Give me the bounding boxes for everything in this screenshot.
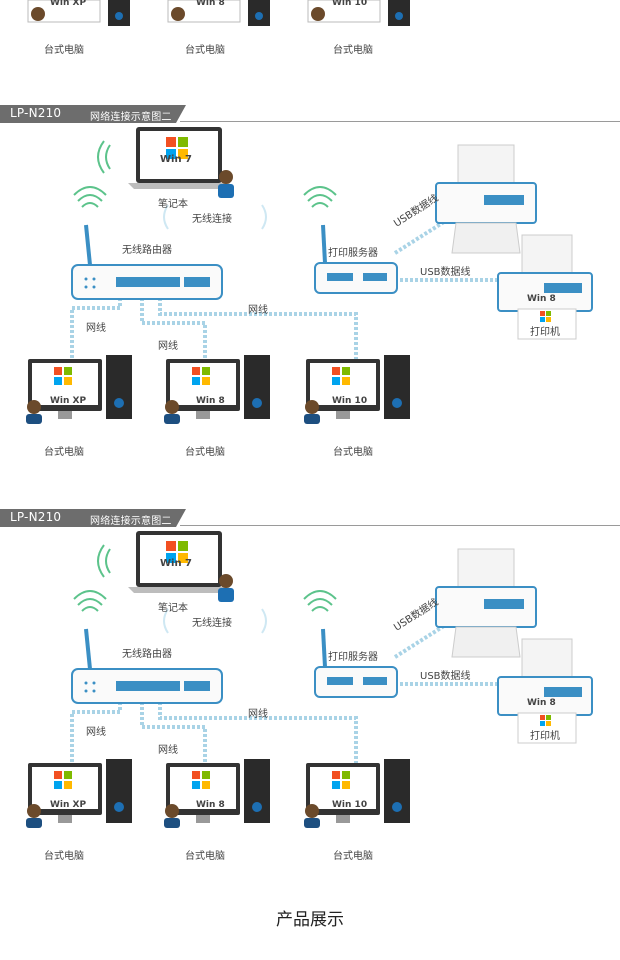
diagram-header: LP-N210 网络连接示意图二	[0, 509, 620, 527]
wireless-link-label: 无线连接	[192, 214, 232, 225]
print-server-label: 打印服务器	[328, 248, 378, 259]
desktop-pc-icon	[26, 355, 132, 424]
pc-label: 台式电脑	[185, 851, 225, 862]
os-label: Win XP	[50, 800, 87, 810]
desktop-pc-icon	[164, 759, 270, 828]
cable-to-pc1	[70, 298, 122, 360]
printer-os-label: Win 8	[527, 698, 556, 708]
pc-label: 台式电脑	[44, 45, 84, 56]
diagram-tag-title: 网络连接示意图二	[90, 112, 172, 123]
network-diagram: LP-N210 网络连接示意图二	[0, 105, 620, 485]
desktop-pc-icon	[304, 759, 410, 828]
cable-to-pc2	[140, 298, 207, 360]
pc-label: 台式电脑	[185, 447, 225, 458]
printer-os-label: Win 8	[527, 294, 556, 304]
laptop-label: 笔记本	[158, 603, 188, 614]
header-divider	[180, 525, 620, 526]
diagram-tag: LP-N210 网络连接示意图二	[0, 509, 186, 527]
laptop-label: 笔记本	[158, 199, 188, 210]
cable-label: 网线	[248, 305, 268, 316]
cable-to-pc3	[158, 702, 358, 764]
wireless-wave-icon	[163, 608, 267, 634]
laptop-icon	[128, 127, 234, 198]
desktop-pc-icon	[26, 759, 132, 828]
diagram-graphics	[26, 531, 593, 828]
print-server-label: 打印服务器	[328, 652, 378, 663]
pc-label: 台式电脑	[185, 45, 225, 56]
wifi-signal-icon	[73, 590, 107, 612]
printer-label: 打印机	[530, 731, 560, 742]
header-divider	[180, 121, 620, 122]
diagram-tag: LP-N210 网络连接示意图二	[0, 105, 186, 123]
cable-to-pc1	[70, 702, 122, 764]
wireless-link-label: 无线连接	[192, 618, 232, 629]
pc-label: 台式电脑	[333, 851, 373, 862]
printer-icon	[497, 638, 593, 744]
footer-title: 产品展示	[276, 910, 344, 930]
network-diagram: LP-N210 网络连接示意图二	[0, 509, 620, 889]
wifi-signal-icon	[97, 140, 111, 174]
router-label: 无线路由器	[122, 649, 172, 660]
laptop-icon	[128, 531, 234, 602]
os-label: Win 8	[196, 800, 225, 810]
cable-to-pc2	[140, 702, 207, 764]
wifi-signal-icon	[303, 186, 337, 208]
os-label: Win XP	[50, 396, 87, 406]
print-server-icon	[314, 628, 398, 698]
wifi-signal-icon	[73, 186, 107, 208]
cable-label: 网线	[86, 727, 106, 738]
top-strip-graphics	[27, 0, 410, 26]
cable-label: 网线	[158, 745, 178, 756]
wireless-wave-icon	[163, 204, 267, 230]
wireless-router-icon	[71, 224, 223, 300]
diagram-slot-1: LP-N210 网络连接示意图二	[0, 105, 620, 485]
print-server-icon	[314, 224, 398, 294]
os-label: Win XP	[50, 0, 87, 8]
printer-icon	[435, 548, 537, 658]
wifi-signal-icon	[303, 590, 337, 612]
diagram-tag-title: 网络连接示意图二	[90, 516, 172, 527]
diagram-slot-2: LP-N210 网络连接示意图二	[0, 509, 620, 889]
pc-label: 台式电脑	[333, 45, 373, 56]
cable-label: 网线	[86, 323, 106, 334]
os-label: Win 10	[332, 800, 368, 810]
desktop-pc-icon	[167, 0, 270, 26]
os-label: Win 8	[196, 396, 225, 406]
diagram-tag-model: LP-N210	[10, 106, 62, 120]
wireless-router-icon	[71, 628, 223, 704]
diagram-graphics	[26, 127, 593, 424]
cable-label: 网线	[248, 709, 268, 720]
network-cables	[70, 615, 500, 764]
usb-label: USB数据线	[420, 267, 471, 278]
wifi-signal-icon	[97, 544, 111, 578]
router-label: 无线路由器	[122, 245, 172, 256]
diagram-header: LP-N210 网络连接示意图二	[0, 105, 620, 123]
pc-label: 台式电脑	[44, 447, 84, 458]
desktop-pc-icon	[164, 355, 270, 424]
os-label: Win 10	[332, 0, 368, 8]
diagram-tag-model: LP-N210	[10, 510, 62, 524]
laptop-os-label: Win 7	[160, 154, 193, 165]
cable-label: 网线	[158, 341, 178, 352]
usb-label: USB数据线	[420, 671, 471, 682]
pc-label: 台式电脑	[44, 851, 84, 862]
os-label: Win 8	[196, 0, 225, 8]
cable-to-pc3	[158, 298, 358, 360]
desktop-pc-icon	[27, 0, 130, 26]
printer-icon	[435, 144, 537, 254]
laptop-os-label: Win 7	[160, 558, 193, 569]
pc-label: 台式电脑	[333, 447, 373, 458]
printer-icon	[497, 234, 593, 340]
os-label: Win 10	[332, 396, 368, 406]
printer-label: 打印机	[530, 327, 560, 338]
desktop-pc-icon	[307, 0, 410, 26]
desktop-pc-icon	[304, 355, 410, 424]
